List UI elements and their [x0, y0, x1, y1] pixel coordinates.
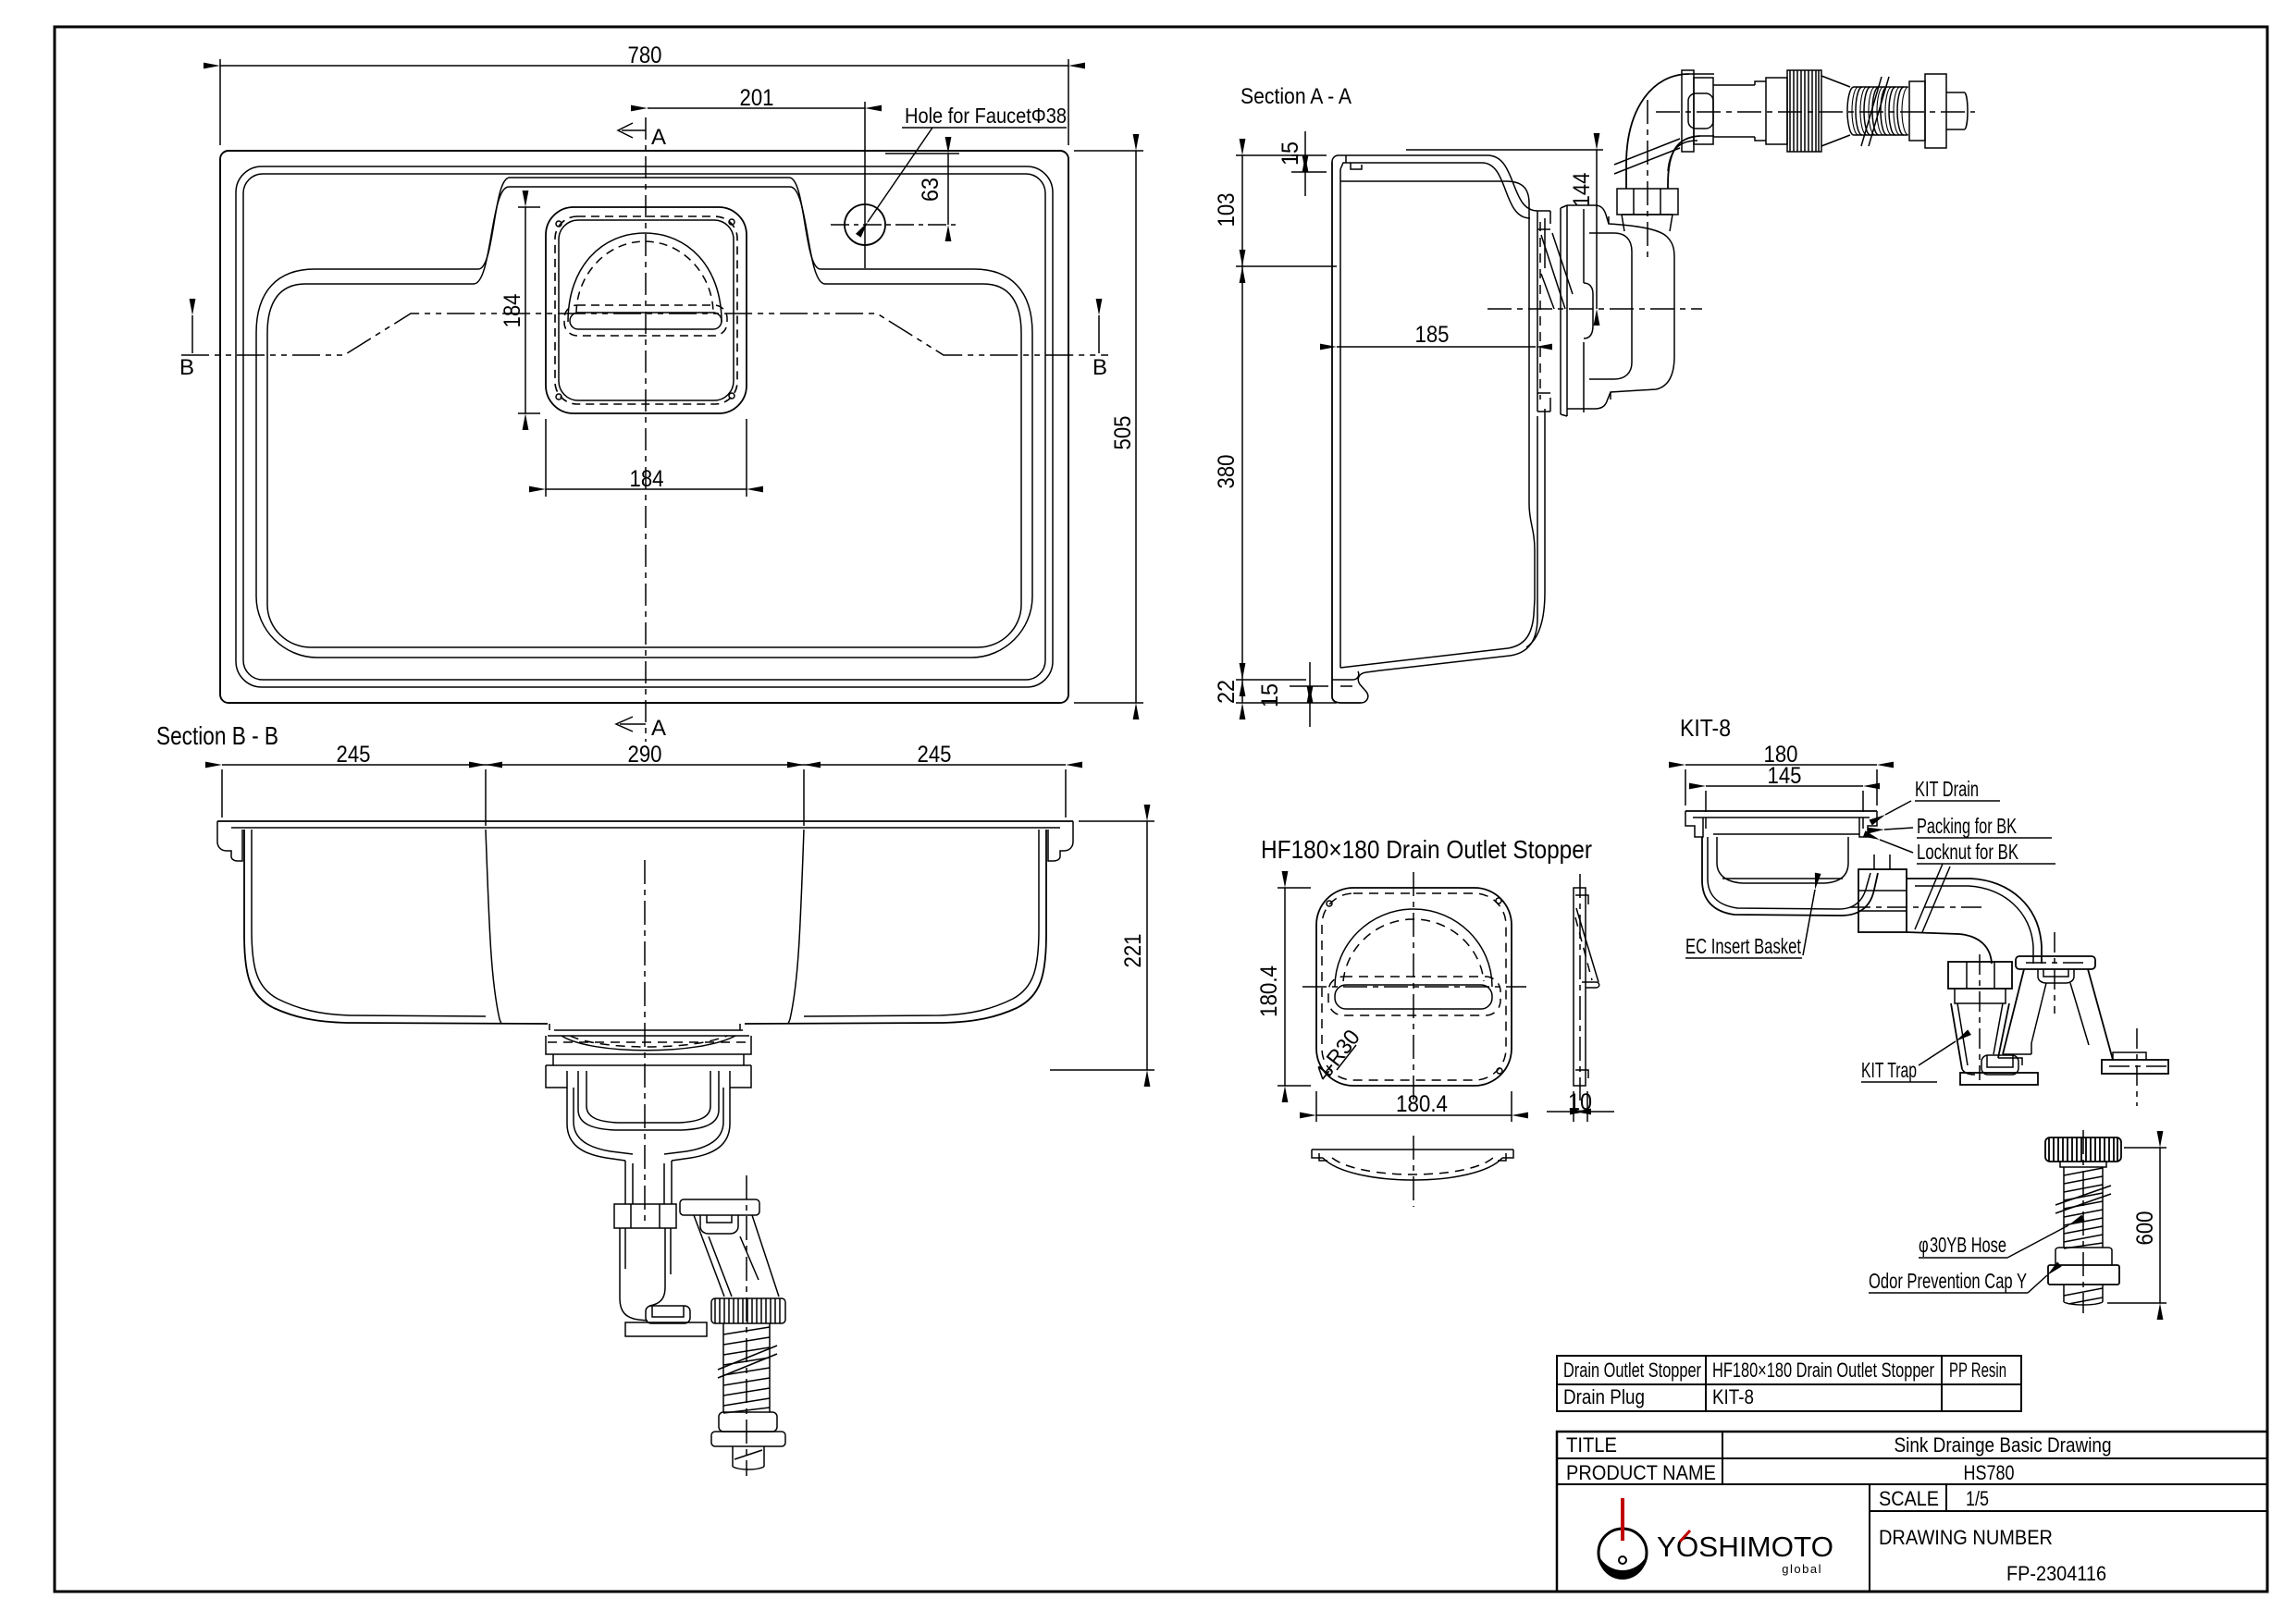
svg-text:Section A - A: Section A - A	[1241, 84, 1352, 109]
svg-text:1/5: 1/5	[1966, 1487, 1989, 1510]
svg-text:144: 144	[1569, 172, 1595, 206]
svg-text:TITLE: TITLE	[1566, 1433, 1617, 1457]
svg-text:Hole for FaucetΦ38: Hole for FaucetΦ38	[905, 104, 1067, 128]
svg-text:145: 145	[1768, 763, 1802, 789]
svg-text:Odor Prevention Cap Y: Odor Prevention Cap Y	[1869, 1269, 2027, 1293]
svg-text:180.4: 180.4	[1256, 965, 1282, 1017]
svg-text:KIT Trap: KIT Trap	[1861, 1058, 1917, 1082]
svg-text:KIT-8: KIT-8	[1680, 714, 1731, 742]
svg-text:KIT-8: KIT-8	[1712, 1385, 1754, 1408]
svg-text:Drain Outlet Stopper: Drain Outlet Stopper	[1563, 1359, 1701, 1382]
svg-text:180.4: 180.4	[1396, 1091, 1448, 1117]
svg-text:600: 600	[2132, 1211, 2158, 1246]
svg-text:Sink Drainge Basic Drawing: Sink Drainge Basic Drawing	[1895, 1433, 2112, 1457]
svg-text:103: 103	[1214, 193, 1240, 227]
svg-text:63: 63	[918, 178, 944, 202]
svg-text:184: 184	[630, 466, 664, 492]
svg-text:Section B - B: Section B - B	[156, 721, 278, 750]
svg-text:FP-2304116: FP-2304116	[2006, 1562, 2106, 1585]
svg-text:B: B	[179, 355, 194, 380]
svg-text:φ 30YB Hose: φ 30YB Hose	[1919, 1233, 2006, 1257]
svg-text:EC Insert Basket: EC Insert Basket	[1685, 934, 1801, 958]
svg-text:HF180×180 Drain Outlet Stopper: HF180×180 Drain Outlet Stopper	[1712, 1359, 1934, 1382]
svg-text:YOSHIMOTO: YOSHIMOTO	[1657, 1531, 1833, 1563]
svg-text:290: 290	[628, 742, 662, 768]
svg-text:DRAWING NUMBER: DRAWING NUMBER	[1879, 1526, 2053, 1549]
svg-text:221: 221	[1120, 934, 1146, 968]
svg-text:HF180×180 Drain Outlet Stopper: HF180×180 Drain Outlet Stopper	[1261, 835, 1592, 864]
svg-text:Locknut for BK: Locknut for BK	[1917, 840, 2018, 864]
svg-text:15: 15	[1278, 141, 1303, 166]
svg-text:245: 245	[918, 742, 952, 768]
svg-text:A: A	[651, 716, 666, 741]
svg-text:Drain Plug: Drain Plug	[1563, 1385, 1645, 1408]
svg-text:245: 245	[337, 742, 371, 768]
svg-text:15: 15	[1257, 683, 1283, 707]
svg-text:780: 780	[628, 43, 662, 68]
svg-text:185: 185	[1415, 322, 1450, 348]
svg-text:184: 184	[500, 293, 525, 327]
svg-text:380: 380	[1214, 455, 1240, 489]
svg-text:505: 505	[1110, 416, 1136, 450]
svg-text:Packing for BK: Packing for BK	[1917, 814, 2017, 838]
svg-text:HS780: HS780	[1964, 1461, 2015, 1484]
svg-text:PP Resin: PP Resin	[1949, 1359, 2006, 1382]
svg-text:PRODUCT NAME: PRODUCT NAME	[1566, 1461, 1716, 1484]
svg-text:KIT Drain: KIT Drain	[1915, 777, 1979, 801]
svg-text:global: global	[1782, 1562, 1822, 1576]
svg-text:A: A	[651, 125, 666, 150]
svg-text:180: 180	[1764, 742, 1798, 768]
svg-text:10: 10	[1568, 1089, 1592, 1115]
svg-text:22: 22	[1214, 680, 1240, 704]
svg-text:B: B	[1092, 355, 1107, 380]
svg-text:SCALE: SCALE	[1879, 1487, 1939, 1510]
svg-text:201: 201	[740, 85, 774, 111]
